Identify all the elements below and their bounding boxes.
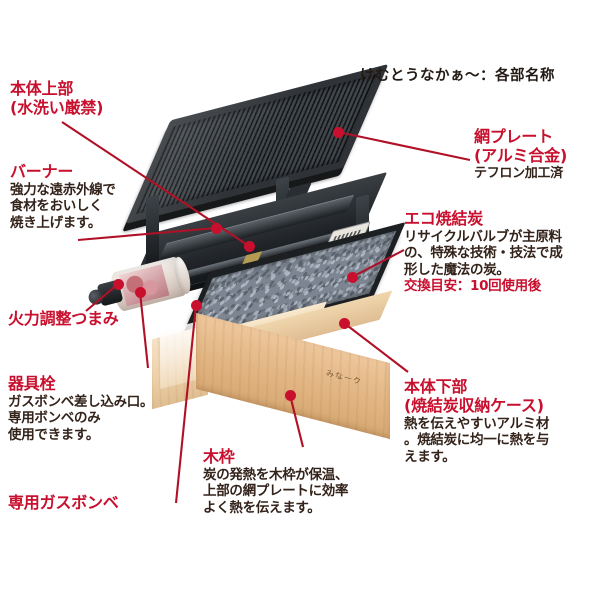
- callout-appliance-cock-line-2: 専用ボンベのみ: [8, 410, 101, 427]
- page-title: けむとうなかぁ～：各部名称: [360, 68, 555, 84]
- wood-frame-inner: [160, 320, 200, 390]
- callout-burner-line-1: 強力な遠赤外線で: [10, 181, 116, 198]
- callout-eco-charcoal-head: エコ焼結炭: [404, 209, 484, 228]
- callout-gas-canister-head: 専用ガスボンベ: [8, 493, 119, 512]
- dot-heat-knob: [112, 278, 124, 290]
- dot-burner: [210, 222, 222, 234]
- callout-body-lower-line-1: 熱を伝えやすいアルミ材: [404, 415, 550, 432]
- callout-eco-charcoal-line-3: 形した魔法の炭。: [404, 261, 510, 278]
- callout-body-lower-line-2: 。焼結炭に均一に熱を与: [404, 432, 550, 449]
- callout-body-lower-subhead: (焼結炭収納ケース): [404, 395, 544, 415]
- callout-body-upper-subhead: (水洗い厳禁): [10, 97, 104, 117]
- callout-heat-knob: 火力調整つまみ: [8, 309, 119, 329]
- callout-wood-frame-line-2: 上部の網プレートに効率: [203, 483, 349, 500]
- callout-appliance-cock-line-3: 使用できます。: [8, 426, 100, 443]
- callout-burner-head: バーナー: [10, 162, 74, 181]
- callout-wood-frame-head: 木枠: [203, 447, 235, 466]
- callout-body-lower: 本体下部 (焼結炭収納ケース) 熱を伝えやすいアルミ材 。焼結炭に均一に熱を与 …: [404, 377, 550, 465]
- dot-body-upper: [243, 240, 255, 252]
- dot-mesh-plate: [332, 126, 344, 138]
- callout-body-lower-line-3: えます。: [404, 448, 456, 465]
- callout-wood-frame: 木枠 炭の発熱を木枠が保温、 上部の網プレートに効率 よく熱を伝えます。: [203, 447, 349, 516]
- callout-wood-frame-line-3: よく熱を伝えます。: [203, 499, 321, 516]
- callout-appliance-cock: 器具栓 ガスボンベ差し込み口。 専用ボンベのみ 使用できます。: [8, 374, 154, 443]
- callout-wood-frame-line-1: 炭の発熱を木枠が保温、: [203, 466, 349, 483]
- callout-eco-charcoal-note: 交換目安：10回使用後: [404, 278, 541, 295]
- callout-eco-charcoal-line-1: リサイクルバルブが主原料: [404, 228, 562, 245]
- callout-burner: バーナー 強力な遠赤外線で 食材をおいしく 焼き上げます。: [10, 162, 116, 231]
- dot-cock: [134, 286, 146, 298]
- dot-canister: [190, 299, 202, 311]
- callout-burner-line-2: 食材をおいしく: [10, 198, 103, 215]
- callout-burner-line-3: 焼き上げます。: [10, 214, 102, 231]
- callout-gas-canister: 専用ガスボンベ: [8, 493, 119, 513]
- callout-heat-knob-head: 火力調整つまみ: [8, 309, 119, 328]
- callout-appliance-cock-line-1: ガスボンベ差し込み口。: [8, 393, 154, 410]
- callout-mesh-plate-note: テフロン加工済: [474, 165, 563, 181]
- burner-post-left: [146, 194, 159, 270]
- dot-wood-frame: [284, 389, 296, 401]
- callout-eco-charcoal: エコ焼結炭 リサイクルバルブが主原料 の、特殊な技術・技法で成 形した魔法の炭。…: [404, 209, 563, 295]
- callout-body-upper-head: 本体上部: [10, 79, 74, 98]
- dot-charcoal: [346, 271, 358, 283]
- callout-eco-charcoal-line-2: の、特殊な技術・技法で成: [404, 245, 563, 262]
- dot-body-lower: [338, 317, 350, 329]
- callout-appliance-cock-head: 器具栓: [8, 374, 56, 393]
- callout-mesh-plate: 網プレート (アルミ合金) テフロン加工済: [474, 127, 568, 181]
- callout-mesh-plate-head: 網プレート: [474, 127, 554, 146]
- callout-mesh-plate-subhead: (アルミ合金): [474, 145, 568, 165]
- callout-body-lower-head: 本体下部: [404, 377, 468, 396]
- callout-body-upper: 本体上部 (水洗い厳禁): [10, 79, 104, 118]
